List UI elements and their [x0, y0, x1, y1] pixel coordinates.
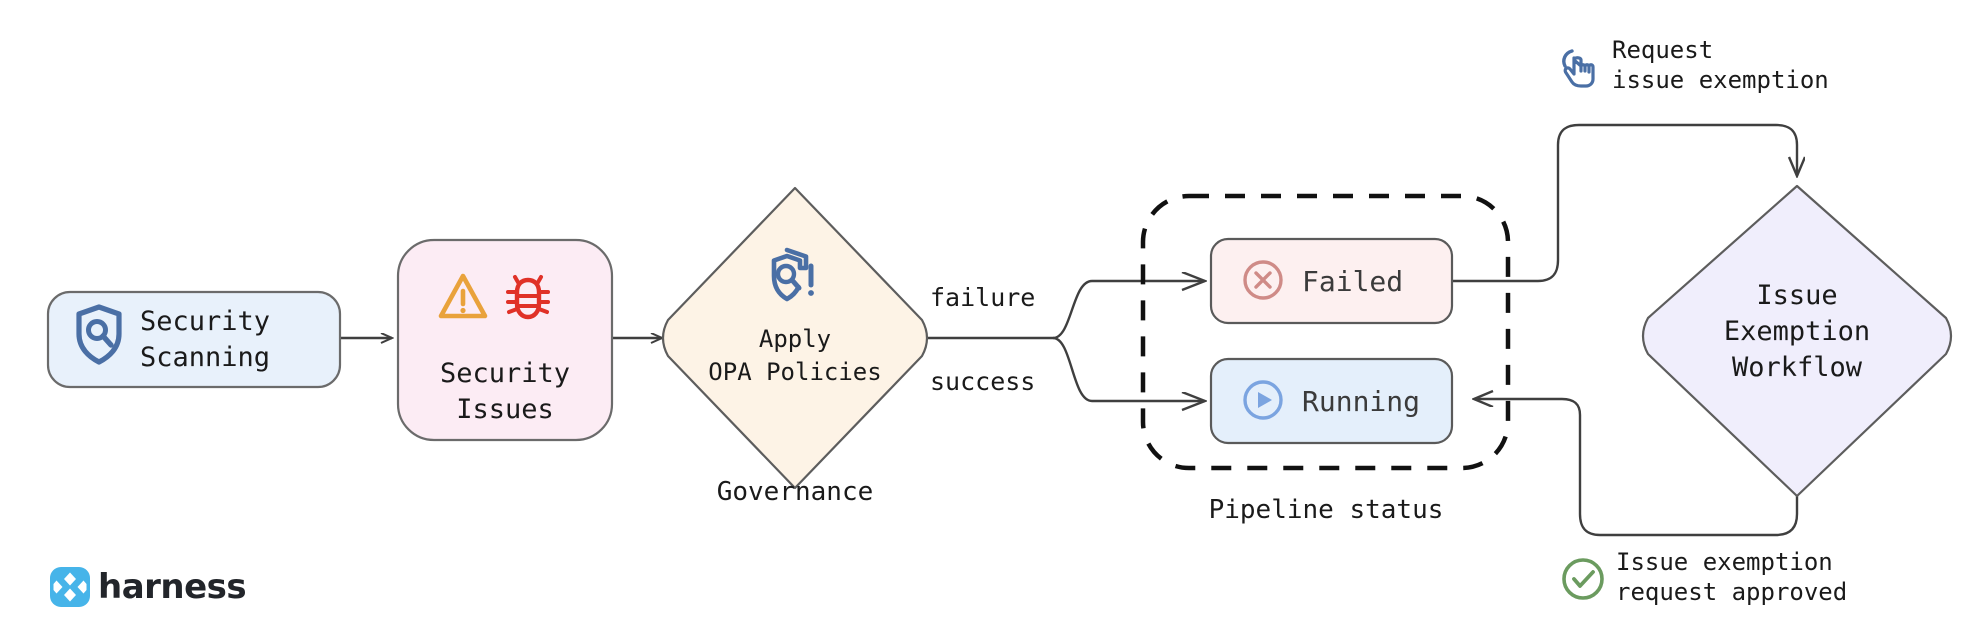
- apply-opa-diamond[interactable]: [661, 186, 929, 490]
- pipeline-status-caption: Pipeline status: [1209, 495, 1444, 525]
- governance-caption: Governance: [717, 477, 874, 507]
- node-security-issues[interactable]: Security Issues: [396, 238, 614, 442]
- issue-exemption-label-3: Workflow: [1732, 352, 1863, 383]
- warning-triangle-icon: [438, 273, 488, 319]
- edge-failed-to-exemption-workflow: [1452, 123, 1797, 283]
- annotation-request-approved: Issue exemption request approved: [1562, 548, 1847, 606]
- edge-label-success: success: [930, 367, 1035, 396]
- harness-wordmark: harness: [98, 567, 246, 607]
- circle-play-icon: [1243, 380, 1283, 420]
- node-apply-opa-policies[interactable]: Apply OPA Policies Governance: [661, 186, 929, 507]
- request-approved-line-1: Issue exemption: [1616, 548, 1833, 576]
- harness-logo-icon: [50, 567, 90, 607]
- edge-failure-to-failed: [1052, 281, 1205, 340]
- shield-search-icon: [76, 304, 122, 365]
- running-box[interactable]: [1209, 357, 1454, 445]
- node-issue-exemption-workflow[interactable]: Issue Exemption Workflow: [1641, 184, 1953, 498]
- security-issues-label-2: Issues: [456, 394, 554, 425]
- edge-success-to-running: [1052, 336, 1205, 401]
- failed-label: Failed: [1302, 265, 1403, 298]
- harness-branding: harness: [50, 567, 247, 607]
- failed-box[interactable]: [1209, 237, 1454, 325]
- pipeline-status-group: [1140, 193, 1511, 471]
- tap-hand-icon: [1562, 49, 1595, 88]
- security-issues-label-1: Security: [440, 358, 570, 389]
- apply-opa-label-1: Apply: [759, 325, 831, 353]
- running-label: Running: [1302, 385, 1420, 418]
- node-security-scanning[interactable]: Security Scanning: [46, 290, 342, 389]
- edge-label-failure: failure: [930, 283, 1035, 312]
- check-circle-icon: [1562, 558, 1604, 600]
- node-failed[interactable]: Failed: [1209, 237, 1454, 325]
- circle-x-icon: [1243, 260, 1283, 300]
- request-approved-line-2: request approved: [1616, 578, 1847, 606]
- security-issues-box[interactable]: [396, 238, 614, 442]
- issue-exemption-workflow-diamond[interactable]: [1641, 184, 1953, 498]
- security-scanning-label-1: Security: [140, 306, 270, 337]
- annotation-request-issue-exemption: Request issue exemption: [1562, 36, 1829, 94]
- edge-exemption-workflow-to-running: [1474, 399, 1799, 537]
- node-running[interactable]: Running: [1209, 357, 1454, 445]
- apply-opa-label-2: OPA Policies: [708, 358, 881, 386]
- issue-exemption-label-2: Exemption: [1724, 316, 1870, 347]
- request-exemption-line-1: Request: [1612, 36, 1713, 64]
- issue-exemption-label-1: Issue: [1756, 280, 1837, 311]
- security-scanning-label-2: Scanning: [140, 342, 270, 373]
- request-exemption-line-2: issue exemption: [1612, 66, 1829, 94]
- shield-search-alert-icon: [771, 247, 814, 302]
- bug-icon: [506, 275, 550, 320]
